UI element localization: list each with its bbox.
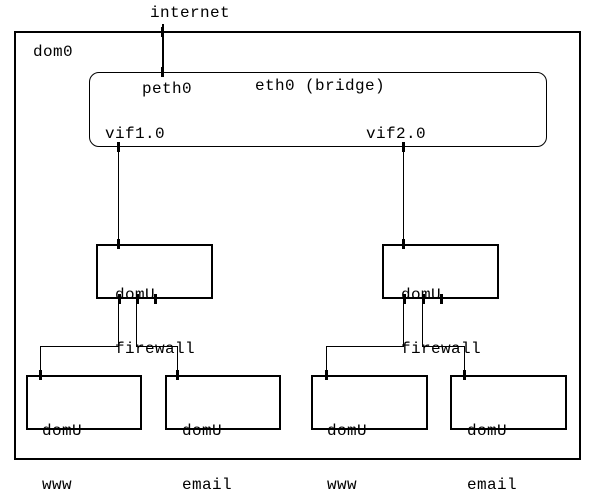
firewall-left-drop-line xyxy=(136,299,137,346)
elbow-line xyxy=(40,346,119,347)
connection-point-tick xyxy=(154,294,157,304)
node-line2: firewall xyxy=(115,340,196,358)
vif2-drop-line xyxy=(403,147,404,244)
elbow-line xyxy=(136,346,178,347)
node-line1: domU xyxy=(182,422,223,440)
domu-firewall-right-text: domU firewall xyxy=(401,250,481,394)
connection-point-tick xyxy=(117,142,120,152)
vif1-drop-line xyxy=(118,147,119,244)
node-line1: domU xyxy=(42,422,83,440)
connection-point-tick xyxy=(118,294,121,304)
peth0-label: peth0 xyxy=(142,80,193,98)
domu-firewall-left-text: domU firewall xyxy=(115,250,195,394)
domu-email-left-text: domU email xyxy=(182,386,232,489)
connection-point-tick xyxy=(422,294,425,304)
node-line1: domU xyxy=(467,422,508,440)
domu-www-right-box xyxy=(311,375,428,430)
domu-www-left-text: domU www xyxy=(42,386,82,489)
eth0-bridge-box xyxy=(89,72,547,147)
connection-point-tick xyxy=(136,294,139,304)
connection-point-tick xyxy=(403,294,406,304)
node-line2: www xyxy=(42,476,73,489)
email-right-drop-line xyxy=(464,346,465,375)
domu-www-right-text: domU www xyxy=(327,386,367,489)
connection-point-tick xyxy=(161,67,164,77)
domu-www-left-box xyxy=(26,375,142,430)
firewall-right-drop-line xyxy=(403,299,404,346)
www-left-drop-line xyxy=(40,346,41,375)
domu-email-left-box xyxy=(165,375,281,430)
elbow-line xyxy=(422,346,465,347)
elbow-line xyxy=(326,346,404,347)
internet-drop-line xyxy=(162,24,164,72)
node-line1: domU xyxy=(401,286,442,304)
vif2-label: vif2.0 xyxy=(366,125,427,143)
www-right-drop-line xyxy=(326,346,327,375)
node-line2: www xyxy=(327,476,358,489)
domu-email-right-box xyxy=(450,375,567,430)
dom0-box xyxy=(14,31,581,460)
firewall-right-drop-line xyxy=(422,299,423,346)
connection-point-tick xyxy=(440,294,443,304)
vif1-label: vif1.0 xyxy=(105,125,166,143)
dom0-label: dom0 xyxy=(33,43,74,61)
connection-point-tick xyxy=(402,142,405,152)
node-line1: domU xyxy=(115,286,156,304)
email-left-drop-line xyxy=(177,346,178,375)
node-line2: firewall xyxy=(401,340,482,358)
connection-point-tick xyxy=(161,27,164,37)
node-line1: domU xyxy=(327,422,368,440)
internet-label: internet xyxy=(150,4,231,22)
domu-email-right-text: domU email xyxy=(467,386,517,489)
firewall-left-drop-line xyxy=(118,299,119,346)
node-line2: email xyxy=(182,476,233,489)
eth0-bridge-label: eth0 (bridge) xyxy=(255,77,386,95)
node-line2: email xyxy=(467,476,518,489)
